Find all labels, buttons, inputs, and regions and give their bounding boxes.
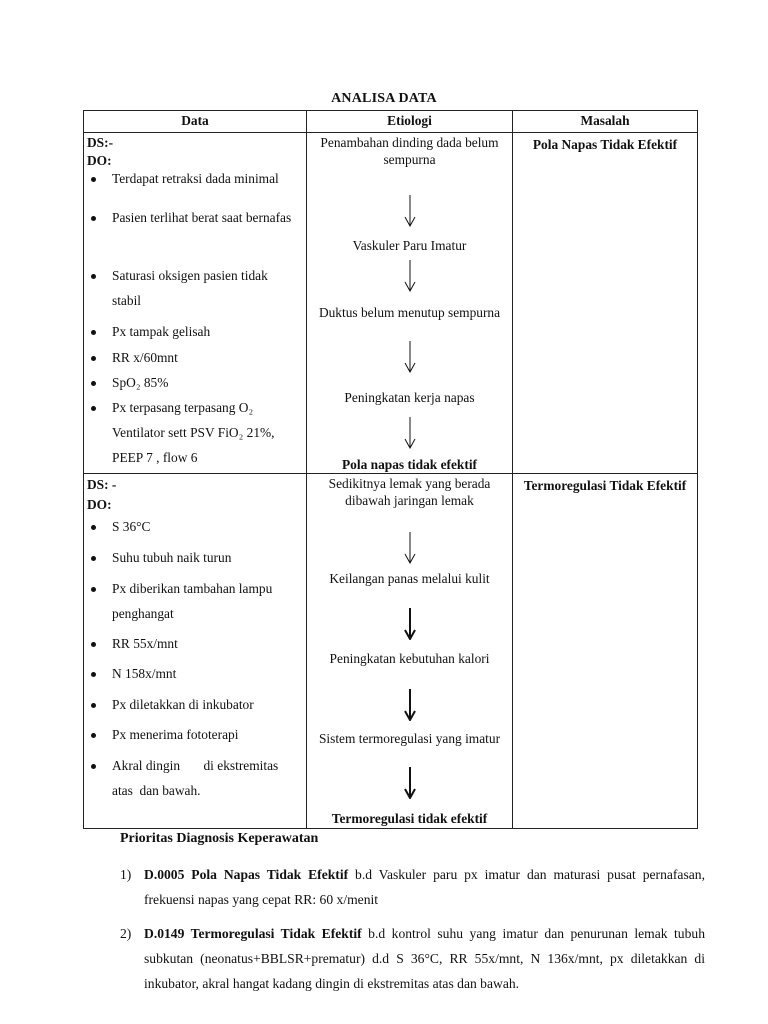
arrow-down-icon [404, 195, 416, 227]
do-label: DO: [87, 153, 112, 168]
bullet-icon [91, 587, 96, 592]
etiologi-cell-2: Sedikitnya lemak yang berada dibawah jar… [306, 473, 513, 829]
arrow-down-icon [403, 689, 416, 721]
bullet-icon [91, 381, 96, 386]
bullet-icon [91, 406, 96, 411]
analysis-table: Data Etiologi Masalah DS:- DO: Terdapat … [83, 110, 698, 829]
arrow-down-icon [404, 532, 416, 564]
etiologi-step: Sedikitnya lemak yang berada dibawah jar… [328, 476, 491, 508]
table-header-row: Data Etiologi Masalah [83, 110, 698, 133]
masalah-cell-1: Pola Napas Tidak Efektif [512, 132, 698, 474]
bullet-icon [91, 216, 96, 221]
bullet-icon [91, 703, 96, 708]
bullet-icon [91, 642, 96, 647]
etiologi-step: Peningkatan kebutuhan kalori [329, 651, 490, 666]
arrow-down-icon [403, 608, 416, 640]
diagnosis-code: D.0149 Termoregulasi Tidak Efektif [144, 926, 362, 941]
bullet-icon [91, 356, 96, 361]
table-row: DS:- DO: Terdapat retraksi dada minimal … [83, 132, 698, 474]
header-masalah: Masalah [512, 110, 698, 133]
etiologi-cell-1: Penambahan dinding dada belum sempurna V… [306, 132, 513, 474]
data-cell-2: DS: - DO: S 36°C Suhu tubuh naik turun P… [83, 473, 307, 829]
priority-item-1: 1) D.0005 Pola Napas Tidak Efektif b.d V… [120, 862, 705, 912]
diagnosis-text: b.d kontrol suhu yang imatur dan penurun… [144, 926, 705, 991]
bullet-icon [91, 177, 96, 182]
bullet-icon [91, 525, 96, 530]
priority-number: 1) [120, 867, 132, 882]
etiologi-step: Duktus belum menutup sempurna [318, 305, 501, 320]
diagnosis-code: D.0005 Pola Napas Tidak Efektif [144, 867, 349, 882]
bullet-icon [91, 274, 96, 279]
bullet-icon [91, 330, 96, 335]
bullet-icon [91, 556, 96, 561]
etiologi-step: Keilangan panas melalui kulit [329, 571, 490, 586]
page-title: ANALISA DATA [331, 91, 437, 106]
etiologi-conclusion: Pola napas tidak efektif [341, 457, 478, 472]
diagnosis-text: b.d Vaskuler paru px imatur dan maturasi… [144, 867, 705, 907]
etiologi-step: Sistem termoregulasi yang imatur [318, 731, 501, 746]
ds-label: DS:- [87, 135, 114, 150]
data-cell-1: DS:- DO: Terdapat retraksi dada minimal … [83, 132, 307, 474]
priority-title: Prioritas Diagnosis Keperawatan [120, 831, 319, 846]
masalah-cell-2: Termoregulasi Tidak Efektif [512, 473, 698, 829]
header-etiologi: Etiologi [306, 110, 513, 133]
arrow-down-icon [404, 260, 416, 292]
priority-number: 2) [120, 926, 132, 941]
etiologi-conclusion: Termoregulasi tidak efektif [331, 811, 488, 826]
arrow-down-icon [404, 417, 416, 449]
bullet-icon [91, 672, 96, 677]
etiologi-step: Penambahan dinding dada belum sempurna [320, 135, 499, 167]
arrow-down-icon [404, 341, 416, 373]
do-label: DO: [87, 497, 112, 512]
etiologi-step: Vaskuler Paru Imatur [352, 238, 467, 253]
etiologi-step: Peningkatan kerja napas [344, 390, 475, 405]
table-row: DS: - DO: S 36°C Suhu tubuh naik turun P… [83, 473, 698, 829]
priority-item-2: 2) D.0149 Termoregulasi Tidak Efektif b.… [120, 921, 705, 996]
ds-label: DS: - [87, 477, 117, 492]
bullet-icon [91, 764, 96, 769]
bullet-icon [91, 733, 96, 738]
header-data: Data [83, 110, 307, 133]
arrow-down-icon [403, 767, 416, 799]
